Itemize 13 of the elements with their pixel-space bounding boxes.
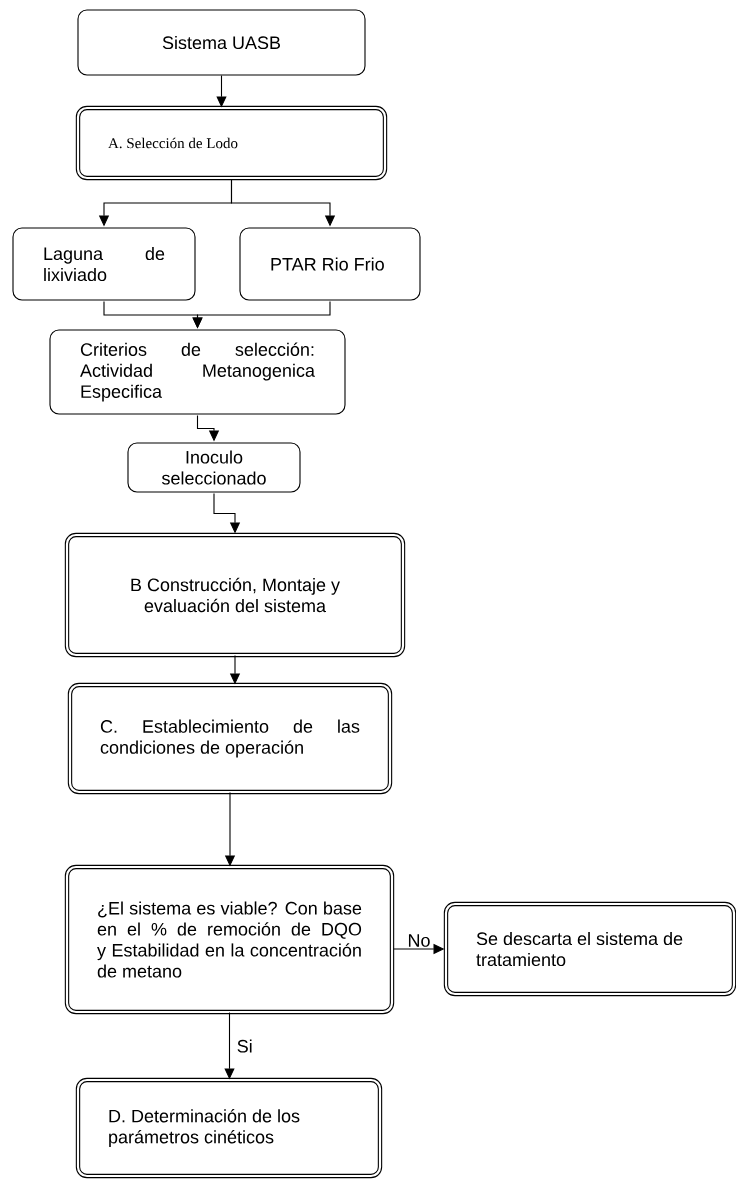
process-box: C. Establecimiento de las condiciones de operación xyxy=(67,682,393,795)
process-box: Criterios de selección: Actividad Metanogenica Especifica xyxy=(49,329,346,415)
process-box: ¿El sistema es viable? Con base en el % de remoción de DQO y Estabilidad en la concentración de metano xyxy=(64,864,395,1015)
edge-label: Si xyxy=(235,1038,254,1054)
process-box: A. Selección de Lodo xyxy=(75,105,388,181)
edge-label: No xyxy=(406,933,432,948)
process-box: PTAR Rio Frio xyxy=(239,227,421,301)
process-box: Sistema UASB xyxy=(77,9,366,76)
process-box: Laguna de lixiviado xyxy=(12,227,196,301)
process-box: B Construcción, Montaje y evaluación del sistema xyxy=(64,532,406,658)
process-box: Se descarta el sistema de tratamiento xyxy=(443,901,736,997)
process-box: Inoculo seleccionado xyxy=(127,442,301,493)
process-box: D. Determinación de los parámetros cinéticos xyxy=(75,1077,383,1179)
